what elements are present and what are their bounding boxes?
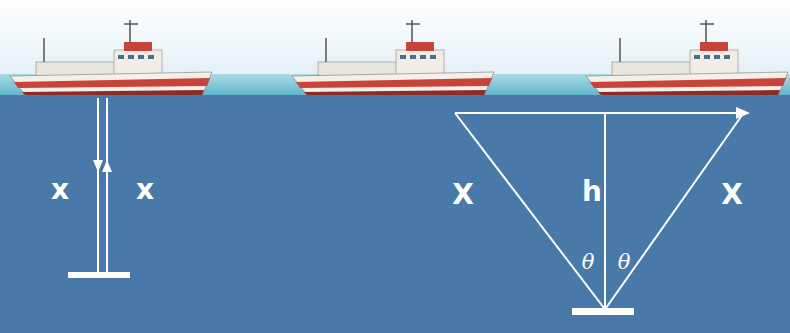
distance-label: x bbox=[51, 176, 69, 204]
depth-label: h bbox=[582, 178, 602, 206]
distance-label: X bbox=[452, 181, 474, 209]
angle-label: θ bbox=[618, 252, 631, 273]
distance-label: X bbox=[721, 181, 743, 209]
angle-label: θ bbox=[582, 252, 595, 273]
distance-label: x bbox=[136, 176, 154, 204]
